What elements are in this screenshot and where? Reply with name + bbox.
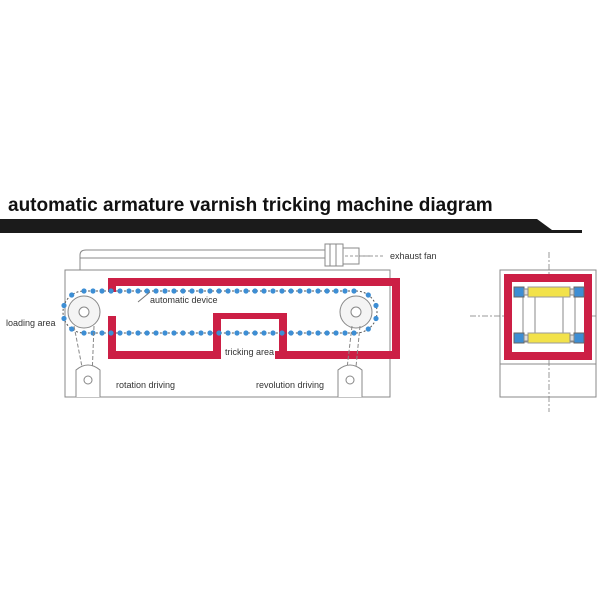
chain-link	[135, 330, 141, 336]
chain-link	[144, 288, 150, 294]
chain-link	[207, 288, 213, 294]
chain-link	[189, 330, 195, 336]
revolution-drive-motor	[337, 364, 363, 397]
chain-link	[153, 330, 159, 336]
rotation-driving-label: rotation driving	[116, 380, 175, 390]
chain-link	[225, 330, 231, 336]
chain-link	[243, 330, 249, 336]
chain-link	[324, 288, 330, 294]
chain-link	[216, 288, 222, 294]
chain-link	[117, 330, 123, 336]
upper-armature-holder	[513, 286, 585, 298]
conveyor-chain	[61, 288, 379, 336]
chain-link	[306, 330, 312, 336]
chain-link	[117, 288, 123, 294]
left-sprocket	[67, 295, 101, 329]
chain-link	[252, 288, 258, 294]
chain-link	[342, 288, 348, 294]
automatic-device-leader	[137, 291, 151, 303]
chain-link	[234, 330, 240, 336]
chain-link	[207, 330, 213, 336]
chain-link	[198, 288, 204, 294]
chain-link	[69, 326, 75, 332]
chain-link	[126, 330, 132, 336]
title-underline-bar	[0, 219, 582, 233]
chain-link	[216, 330, 222, 336]
chain-link	[99, 288, 105, 294]
chain-link	[180, 288, 186, 294]
chain-link	[198, 330, 204, 336]
chain-link	[297, 330, 303, 336]
chain-link	[261, 330, 267, 336]
chain-link	[270, 330, 276, 336]
tricking-area-label: tricking area	[225, 347, 274, 357]
chain-link	[108, 330, 114, 336]
chain-link	[171, 288, 177, 294]
chain-link	[315, 330, 321, 336]
right-sprocket	[339, 295, 373, 329]
exhaust-fan-label: exhaust fan	[390, 251, 437, 261]
chain-link	[153, 288, 159, 294]
chain-link	[81, 288, 87, 294]
end-view-housing	[499, 269, 597, 398]
chain-link	[69, 292, 75, 298]
chain-link	[297, 288, 303, 294]
chain-link	[90, 288, 96, 294]
chain-link	[61, 315, 67, 322]
chain-link	[99, 330, 105, 336]
chain-link	[288, 288, 294, 294]
chain-link	[162, 288, 168, 294]
chain-link	[144, 330, 150, 336]
chain-link	[171, 330, 177, 336]
chain-link	[61, 302, 67, 309]
chain-link	[126, 288, 132, 294]
chain-link	[108, 288, 114, 294]
exhaust-fan-motor	[324, 243, 370, 267]
chain-link	[225, 288, 231, 294]
chain-link	[288, 330, 294, 336]
automatic-device-label: automatic device	[150, 295, 218, 305]
chain-link	[333, 288, 339, 294]
chain-link	[234, 288, 240, 294]
chain-link	[279, 330, 285, 336]
chain-link	[342, 330, 348, 336]
chain-link	[373, 302, 379, 309]
chain-link	[189, 288, 195, 294]
chain-link	[365, 326, 371, 332]
chain-link	[306, 288, 312, 294]
chain-link	[270, 288, 276, 294]
chain-link	[162, 330, 168, 336]
chain-link	[261, 288, 267, 294]
chain-link	[81, 330, 87, 336]
chain-link	[135, 288, 141, 294]
chain-link	[315, 288, 321, 294]
lower-armature-holder	[513, 332, 585, 344]
revolution-driving-label: revolution driving	[256, 380, 324, 390]
loading-area-label: loading area	[6, 318, 56, 328]
diagram-title: automatic armature varnish tricking mach…	[8, 195, 493, 216]
outer-housing	[64, 249, 391, 398]
chain-link	[180, 330, 186, 336]
chain-link	[373, 315, 379, 322]
chain-link	[333, 330, 339, 336]
chain-link	[90, 330, 96, 336]
chain-link	[351, 330, 357, 336]
rotation-drive-motor	[75, 364, 101, 397]
chain-link	[324, 330, 330, 336]
chain-link	[252, 330, 258, 336]
chain-link	[351, 288, 357, 294]
chain-link	[279, 288, 285, 294]
chain-link	[243, 288, 249, 294]
chain-link	[365, 292, 371, 298]
